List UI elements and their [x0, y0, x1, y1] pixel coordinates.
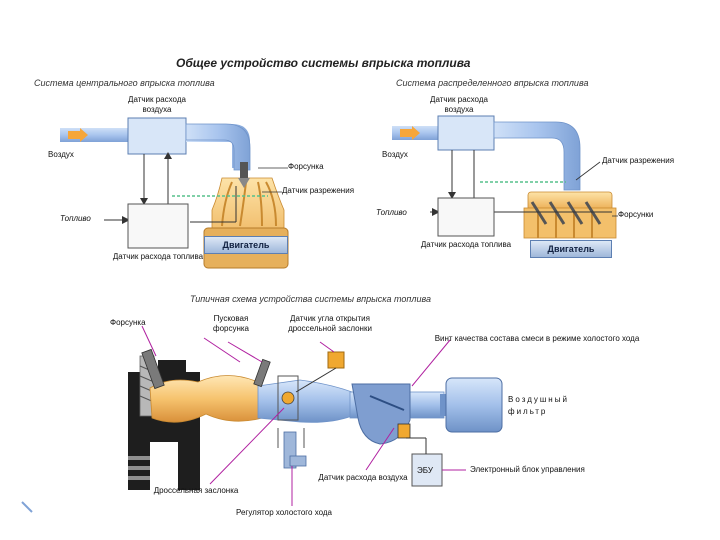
central-vacuum-sensor-label: Датчик разрежения — [282, 186, 355, 195]
idle-regulator-label: Регулятор холостого хода — [236, 508, 332, 517]
air-filter-shape — [445, 377, 503, 433]
central-fuel-label: Топливо — [60, 214, 91, 223]
distributed-system — [392, 115, 618, 239]
start-injector-shape — [253, 358, 271, 388]
diagram-title: Общее устройство системы впрыска топлива — [176, 56, 471, 70]
central-air-label: Воздух — [48, 150, 74, 159]
typical-heading: Типичная схема устройства системы впрыск… — [190, 294, 431, 304]
pointer-lines — [141, 325, 466, 506]
air-filter-label: Воздушный фильтр — [508, 395, 569, 416]
distributed-injectors-label: Форсунки — [618, 210, 654, 219]
central-engine-label: Двигатель — [204, 236, 288, 254]
throttle-position-sensor-shape — [327, 351, 345, 369]
distributed-air-flow-sensor-label: Датчик расхода воздуха — [430, 95, 488, 114]
throttle-angle-sensor-label: Датчик угла открытия дроссельной заслонк… — [288, 314, 372, 333]
air-flow-sensor-label: Датчик расхода воздуха — [318, 473, 408, 482]
distributed-injector-shapes — [530, 201, 602, 225]
central-air-flow-sensor-box — [127, 117, 187, 155]
corner-mark — [21, 501, 33, 513]
distributed-fuel-flow-sensor-box — [437, 197, 495, 237]
ecu-box — [411, 453, 443, 487]
start-injector-label: Пусковая форсунка — [212, 314, 250, 333]
throttle-valve-label: Дроссельная заслонка — [153, 486, 239, 495]
central-air-flow-sensor-label: Датчик расхода воздуха — [128, 95, 186, 114]
distributed-fuel-label: Топливо — [376, 208, 407, 217]
distributed-fuel-flow-sensor-label: Датчик расхода топлива — [420, 240, 512, 249]
central-fuel-flow-sensor-box — [127, 203, 189, 249]
throttle-valve-shape — [281, 391, 295, 405]
central-fuel-flow-sensor-label: Датчик расхода топлива — [112, 252, 204, 261]
distributed-vacuum-sensor-label: Датчик разрежения — [602, 156, 675, 165]
central-injector-label: Форсунка — [288, 162, 324, 171]
distributed-air-arrow-icon — [400, 126, 420, 140]
central-air-arrow-icon — [68, 128, 88, 142]
central-heading: Система центрального впрыска топлива — [34, 78, 215, 88]
central-injector-shape — [240, 162, 248, 178]
typical-system — [128, 325, 503, 506]
distributed-air-label: Воздух — [382, 150, 408, 159]
ecu-label: ЭБУ — [417, 466, 433, 475]
distributed-air-flow-sensor-box — [437, 115, 495, 151]
intake-port — [149, 375, 263, 423]
injector-shape — [141, 348, 165, 390]
injector-label: Форсунка — [110, 318, 146, 327]
cylinder-head-block — [128, 360, 200, 490]
idle-mixture-screw-label: Винт качества состава смеси в режиме хол… — [434, 334, 640, 343]
distributed-duct-elbow — [493, 121, 581, 191]
distributed-heading: Система распределенного впрыска топлива — [396, 78, 589, 88]
distributed-engine-label: Двигатель — [530, 240, 612, 258]
ecu-full-label: Электронный блок управления — [470, 465, 585, 474]
